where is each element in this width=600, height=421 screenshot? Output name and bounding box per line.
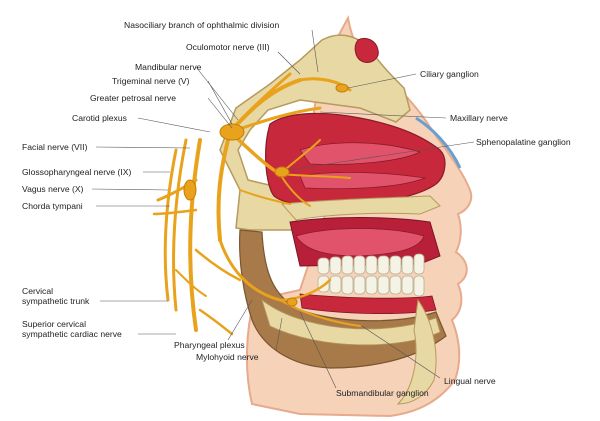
label-oculomotor: Oculomotor nerve (III) [186,42,270,52]
tongue [295,228,425,257]
label-submandibular: Submandibular ganglion [336,388,429,398]
label-greater-petrosal: Greater petrosal nerve [90,93,176,103]
sphenopalatine-ganglion-node [274,166,290,178]
label-chorda-tympani: Chorda tympani [22,201,83,211]
label-lingual: Lingual nerve [444,376,496,386]
submandibular-ganglion-node [286,297,298,307]
label-cervical-trunk-1: Cervical [22,286,54,296]
trigeminal-ganglion [219,123,245,141]
label-sphenopalatine: Sphenopalatine ganglion [476,137,571,147]
label-superior-cervical-2: sympathetic cardiac nerve [22,329,122,339]
label-cervical-trunk-2: sympathetic trunk [22,296,90,306]
chin-bone [396,298,437,405]
label-trigeminal: Trigeminal nerve (V) [112,76,190,86]
mandible-bone [261,298,441,346]
upper-teeth [317,253,425,275]
label-nasociliary: Nasociliary branch of ophthalmic divisio… [124,20,280,30]
lower-teeth [317,275,425,297]
label-mandibular: Mandibular nerve [135,62,202,72]
label-glossopharyngeal: Glossopharyngeal nerve (IX) [22,167,132,177]
label-ciliary: Ciliary ganglion [420,69,479,79]
nasal-cartilage [415,116,462,169]
frontal-sinus [354,37,379,63]
label-facial: Facial nerve (VII) [22,142,88,152]
ciliary-ganglion-node [335,83,349,93]
label-vagus: Vagus nerve (X) [22,184,84,194]
leader-lines [91,29,475,389]
label-maxillary: Maxillary nerve [450,113,508,123]
label-carotid-plexus: Carotid plexus [72,113,127,123]
palate [280,195,441,221]
nasal-turbinate [299,142,422,165]
ganglia [183,83,349,307]
superior-cervical-ganglion [183,179,197,201]
lower-gum [299,293,437,315]
label-mylohyoid: Mylohyoid nerve [196,352,259,362]
label-pharyngeal-plexus: Pharyngeal plexus [174,340,245,350]
label-superior-cervical-1: Superior cervical [22,319,86,329]
